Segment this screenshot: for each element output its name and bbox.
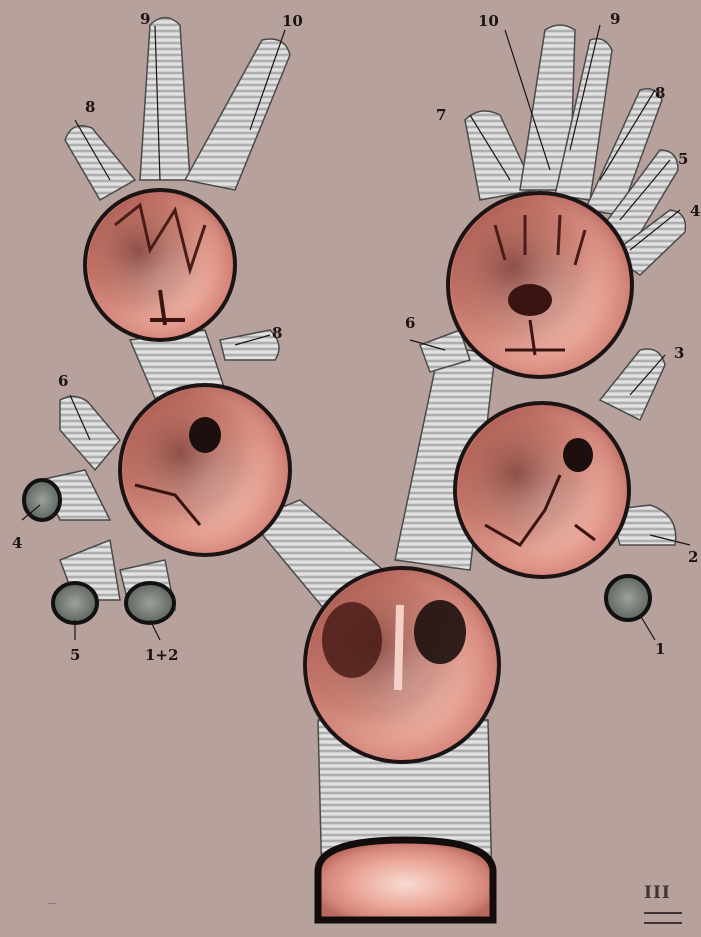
view-right-upper (85, 190, 235, 340)
label-r9: 9 (140, 10, 150, 28)
label-l10: 10 (478, 12, 499, 30)
view-carina (305, 568, 499, 762)
label-r5: 5 (70, 646, 80, 664)
label-l7: 7 (436, 106, 446, 124)
label-r4: 4 (12, 534, 22, 552)
view-right-middle (120, 385, 290, 555)
plate-number: III (644, 883, 671, 903)
label-r8: 8 (85, 98, 95, 116)
label-r1-2: 1+2 (145, 646, 178, 664)
label-l6: 6 (405, 314, 415, 332)
plate-tag: — (48, 899, 57, 909)
label-r8b: 8 (272, 324, 282, 342)
label-l4: 4 (690, 202, 700, 220)
view-left-lower (455, 403, 629, 577)
label-l3: 3 (674, 344, 684, 362)
view-left-upper (448, 193, 632, 377)
label-l5: 5 (678, 150, 688, 168)
label-l8: 8 (655, 84, 665, 102)
label-l2: 2 (688, 548, 698, 566)
label-r6: 6 (58, 372, 68, 390)
label-l9: 9 (610, 10, 620, 28)
label-r10: 10 (282, 12, 303, 30)
tracheal-opening (318, 840, 493, 920)
label-l1: 1 (655, 640, 665, 658)
